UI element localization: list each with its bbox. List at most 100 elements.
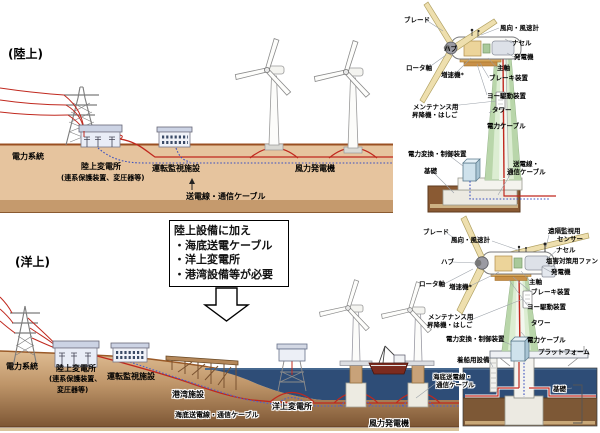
onshore-grid-label: 電力系統	[12, 152, 44, 161]
d2-rotor-shaft-label: ロータ軸	[419, 280, 445, 288]
offshore-substation-note-2: 変圧器等)	[57, 386, 89, 394]
d1-blade-label: ブレード	[404, 16, 430, 24]
d1-foundation-label: 基礎	[424, 167, 437, 175]
offshore-monitoring-label: 運転監視施設	[107, 372, 155, 381]
offshore-substation-label: 陸上変電所	[56, 364, 96, 373]
d2-power-cable-label: 電力ケーブル	[527, 336, 566, 344]
d1-generator-label: 発電機	[514, 53, 534, 61]
callout-line-4: ・港湾設備等が必要	[174, 267, 273, 281]
d2-platform-label: プラットフォーム	[538, 348, 590, 356]
onshore-substation-building	[78, 124, 123, 148]
offshore-wind-turbine-2	[380, 281, 435, 408]
port-pier	[165, 355, 239, 390]
d1-maintenance-label-2: 昇降機・はしご	[412, 111, 458, 119]
d2-subsea-cable-label-1: 海底送電線・	[433, 373, 472, 381]
onshore-title: (陸上)	[8, 47, 43, 61]
d1-power-cable-label: 電力ケーブル	[487, 122, 526, 130]
offshore-monitoring-building	[110, 342, 150, 363]
d2-maintenance-label-2: 昇降機・はしご	[427, 321, 473, 329]
detail-onshore-converter	[462, 162, 477, 182]
d1-converter-label: 電力変換・制御装置	[408, 150, 467, 158]
offshore-pylon	[10, 305, 40, 368]
d1-brake-label: ブレーキ装置	[489, 74, 528, 82]
onshore-monitoring-label: 運転監視施設	[152, 164, 200, 173]
onshore-power-cable	[119, 138, 393, 158]
onshore-ground	[0, 145, 393, 205]
callout-box: 陸上設備に加え ・海底送電ケーブル ・洋上変電所 ・港湾設備等が必要	[169, 220, 289, 288]
detail-offshore-anemometer	[518, 248, 527, 252]
offshore-land	[0, 351, 462, 427]
d2-hub-label: ハブ	[441, 258, 454, 266]
onshore-scene	[0, 38, 393, 213]
d2-maintenance-label-1: メンテナンス用	[428, 313, 474, 321]
offshore-substation-platform	[276, 343, 308, 392]
d2-blade-label: ブレード	[423, 228, 449, 236]
d2-salt-fan-label: 塩害対策用ファン	[546, 257, 598, 265]
callout-line-3: ・洋上変電所	[174, 253, 240, 267]
detail-offshore-leader-lines	[415, 232, 578, 399]
detail-onshore-gearbox	[463, 40, 482, 57]
onshore-wind-turbine-2	[313, 40, 371, 154]
detail-offshore-platform	[489, 350, 589, 359]
onshore-comm-cable	[97, 147, 393, 164]
d1-transmission-label-2: 通信ケーブル	[507, 168, 546, 176]
d1-yaw-label: ヨー駆動装置	[487, 92, 526, 100]
port-label: 港湾施設	[172, 390, 204, 399]
detail-offshore-converter	[510, 340, 526, 362]
offshore-turbine-label: 風力発電機	[369, 419, 409, 428]
d1-hub-label: ハブ	[444, 45, 457, 53]
sea	[205, 369, 462, 400]
d2-remote-sensor-label-1: 遠隔監視用	[548, 227, 581, 235]
work-ship	[368, 345, 409, 375]
detail-offshore-diagram	[415, 215, 598, 427]
onshore-cable-label: 送電線・通信ケーブル	[186, 192, 266, 201]
d2-main-shaft-label: 主軸	[529, 278, 542, 286]
d2-yaw-label: ヨー駆動装置	[527, 303, 566, 311]
d2-brake-label: ブレーキ装置	[531, 288, 570, 296]
d2-anemometer-label: 風向・風速計	[451, 236, 490, 244]
detail-onshore-generator	[491, 40, 515, 56]
d2-remote-sensor-label-2: センサー	[557, 235, 583, 243]
detail-offshore-gearbox	[494, 255, 513, 272]
onshore-substation-label: 陸上変電所	[81, 162, 121, 171]
cable-label-arrow	[189, 178, 195, 190]
d1-maintenance-label-1: メンテナンス用	[413, 103, 459, 111]
onshore-monitoring-building	[156, 126, 193, 148]
detail-onshore-diagram	[419, 1, 556, 213]
callout-line-2: ・海底送電ケーブル	[174, 238, 273, 252]
d2-generator-label: 発電機	[551, 268, 571, 276]
detail-onshore-anemometer	[471, 31, 479, 36]
d1-anemometer-label: 風向・風速計	[500, 24, 539, 32]
d2-subsea-cable-label-2: 通信ケーブル	[436, 381, 475, 389]
onshore-turbine-label: 風力発電機	[295, 164, 335, 173]
d1-rotor-shaft-label: ロータ軸	[406, 64, 432, 72]
d2-nacelle-label: ナセル	[556, 246, 576, 254]
down-arrow	[202, 287, 251, 322]
subsea-cable-label: 海底送電線・通信ケーブル	[175, 411, 259, 419]
foundation-bracket	[573, 384, 583, 424]
d2-tower-label: タワー	[531, 319, 551, 327]
d1-gearbox-label: 増速機*	[441, 71, 464, 79]
d1-main-shaft-label: 主軸	[497, 64, 510, 72]
offshore-substation-label-sea: 洋上変電所	[272, 402, 312, 411]
offshore-wind-turbine-1	[318, 279, 373, 408]
onshore-substation-note: (連系保護装置、変圧器等)	[61, 174, 145, 182]
offshore-grid-label: 電力系統	[6, 362, 38, 371]
d1-transmission-label-1: 送電線・	[513, 160, 539, 168]
detail-offshore-foundation	[504, 395, 544, 426]
offshore-title: (洋上)	[15, 255, 50, 269]
detail-onshore-foundation	[442, 189, 518, 206]
subsea-comm-cable	[129, 361, 462, 407]
d2-docking-label: 着船用設備	[457, 356, 490, 364]
d2-foundation-label: 基礎	[553, 385, 566, 393]
offshore-scene	[0, 279, 462, 431]
callout-line-1: 陸上設備に加え	[174, 224, 251, 237]
detail-onshore-leader-lines	[425, 19, 515, 196]
subsea-power-cable	[96, 355, 462, 404]
d2-gearbox-label: 増速機*	[449, 283, 472, 291]
detail-onshore-power-cable	[502, 57, 505, 179]
d1-nacelle-label: ナセル	[512, 39, 532, 47]
offshore-substation-note-1: (連系保護装置、	[49, 375, 102, 383]
